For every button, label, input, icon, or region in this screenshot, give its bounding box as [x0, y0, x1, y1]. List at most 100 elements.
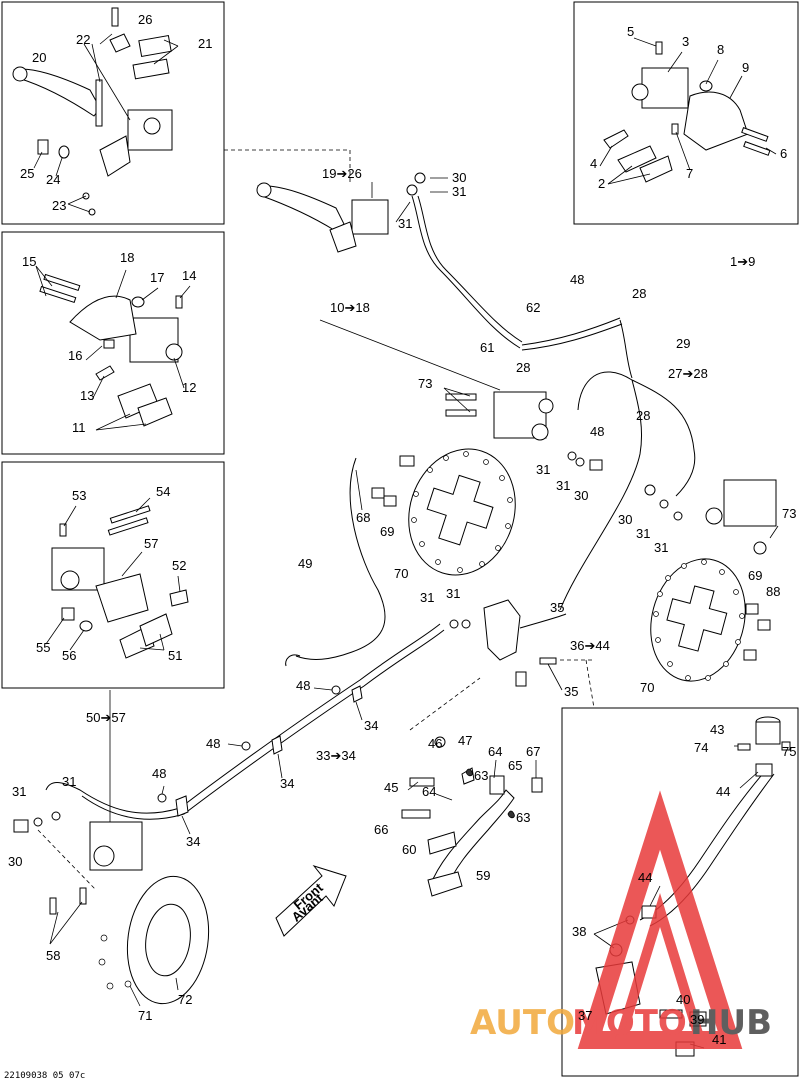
- part-label-l30d: 30: [8, 854, 22, 869]
- part-label-l66: 66: [374, 822, 388, 837]
- part-label-l73a: 73: [418, 376, 432, 391]
- front-caliper-main-left: [443, 387, 603, 471]
- inset-box-front-caliper-left: [1, 231, 225, 455]
- part-label-l31f: 31: [654, 540, 668, 555]
- master-cylinder-assembly: [12, 7, 179, 216]
- rear-disc: [98, 875, 210, 1007]
- part-label-l36_44: 36➔44: [570, 638, 610, 653]
- part-label-l64b: 64: [422, 784, 436, 799]
- part-label-l11: 11: [72, 420, 86, 435]
- part-label-l30c: 30: [618, 512, 632, 527]
- watermark-logo: AUTO MOTO HUB: [470, 790, 772, 1049]
- part-label-l5: 5: [627, 24, 634, 39]
- part-label-l40: 40: [676, 992, 690, 1007]
- part-label-l65: 65: [508, 758, 522, 773]
- part-label-l18: 18: [120, 250, 134, 265]
- part-label-l30a: 30: [452, 170, 466, 185]
- part-label-l43: 43: [710, 722, 724, 737]
- part-label-l70b: 70: [640, 680, 654, 695]
- part-label-l68: 68: [356, 510, 370, 525]
- part-label-l49: 49: [298, 556, 312, 571]
- part-label-l15: 15: [22, 254, 36, 269]
- rear-caliper-main: [13, 811, 143, 945]
- part-label-l12: 12: [182, 380, 196, 395]
- part-label-l14: 14: [182, 268, 196, 283]
- part-label-l6: 6: [780, 146, 787, 161]
- part-label-l39: 39: [690, 1012, 704, 1027]
- part-label-l8: 8: [717, 42, 724, 57]
- part-label-l27_28: 27➔28: [668, 366, 708, 381]
- part-label-l7: 7: [686, 166, 693, 181]
- inset-box-rear-master: [561, 707, 799, 1077]
- part-label-l88: 88: [766, 584, 780, 599]
- part-label-l3: 3: [682, 34, 689, 49]
- part-label-l48c: 48: [296, 678, 310, 693]
- part-label-l31b: 31: [398, 216, 412, 231]
- part-label-l29: 29: [676, 336, 690, 351]
- part-label-l33_34: 33➔34: [316, 748, 356, 763]
- part-label-l31d: 31: [556, 478, 570, 493]
- part-label-l64a: 64: [488, 744, 502, 759]
- part-label-l75: 75: [782, 744, 796, 759]
- part-label-l74: 74: [694, 740, 708, 755]
- part-label-l1_9: 1➔9: [730, 254, 755, 269]
- part-label-l51: 51: [168, 648, 182, 663]
- part-label-l17: 17: [150, 270, 164, 285]
- part-label-l9: 9: [742, 60, 749, 75]
- brake-distribution-block: [449, 599, 563, 691]
- part-label-l52: 52: [172, 558, 186, 573]
- part-label-l31h: 31: [446, 586, 460, 601]
- front-caliper-left-assembly: [35, 265, 191, 431]
- part-label-l70a: 70: [394, 566, 408, 581]
- front-caliper-main-right: [644, 479, 779, 555]
- part-label-l21: 21: [198, 36, 212, 51]
- part-label-l25: 25: [20, 166, 34, 181]
- part-label-l69a: 69: [380, 524, 394, 539]
- part-label-l10_18: 10➔18: [330, 300, 370, 315]
- part-label-l28a: 28: [632, 286, 646, 301]
- part-label-l48d: 48: [206, 736, 220, 751]
- part-label-l34a: 34: [364, 718, 378, 733]
- part-label-l31j: 31: [62, 774, 76, 789]
- part-label-l16: 16: [68, 348, 82, 363]
- part-label-l19_26: 19➔26: [322, 166, 362, 181]
- part-label-l71: 71: [138, 1008, 152, 1023]
- part-label-l34c: 34: [186, 834, 200, 849]
- part-label-l20: 20: [32, 50, 46, 65]
- watermark-text-moto: MOTO: [572, 1003, 687, 1043]
- part-label-l37: 37: [578, 1008, 592, 1023]
- inset-box-rear-caliper: [1, 461, 225, 689]
- part-label-l48b: 48: [590, 424, 604, 439]
- brake-hoses: [45, 195, 696, 820]
- part-label-l35b: 35: [564, 684, 578, 699]
- part-label-l63a: 63: [474, 768, 488, 783]
- part-label-l58: 58: [46, 948, 60, 963]
- part-label-l48a: 48: [570, 272, 584, 287]
- inset-box-front-caliper-right: [573, 1, 799, 225]
- part-label-l72: 72: [178, 992, 192, 1007]
- part-label-l31g: 31: [420, 590, 434, 605]
- inset-box-master-cylinder: [1, 1, 225, 225]
- part-label-l63b: 63: [516, 810, 530, 825]
- part-label-l67: 67: [526, 744, 540, 759]
- part-label-l56: 56: [62, 648, 76, 663]
- part-label-l23: 23: [52, 198, 66, 213]
- part-label-l31e: 31: [636, 526, 650, 541]
- part-label-l35a: 35: [550, 600, 564, 615]
- part-label-l4: 4: [590, 156, 597, 171]
- part-label-l30b: 30: [574, 488, 588, 503]
- part-label-l26: 26: [138, 12, 152, 27]
- part-label-l38: 38: [572, 924, 586, 939]
- footer-code: 22109038 05 07c: [4, 1071, 85, 1081]
- hose-clips: [157, 685, 363, 835]
- part-label-l55: 55: [36, 640, 50, 655]
- part-label-l50_57: 50➔57: [86, 710, 126, 725]
- part-label-l46: 46: [428, 736, 442, 751]
- part-label-l45: 45: [384, 780, 398, 795]
- part-label-l69b: 69: [748, 568, 762, 583]
- part-label-l62: 62: [526, 300, 540, 315]
- part-label-l54: 54: [156, 484, 170, 499]
- part-label-l44a: 44: [716, 784, 730, 799]
